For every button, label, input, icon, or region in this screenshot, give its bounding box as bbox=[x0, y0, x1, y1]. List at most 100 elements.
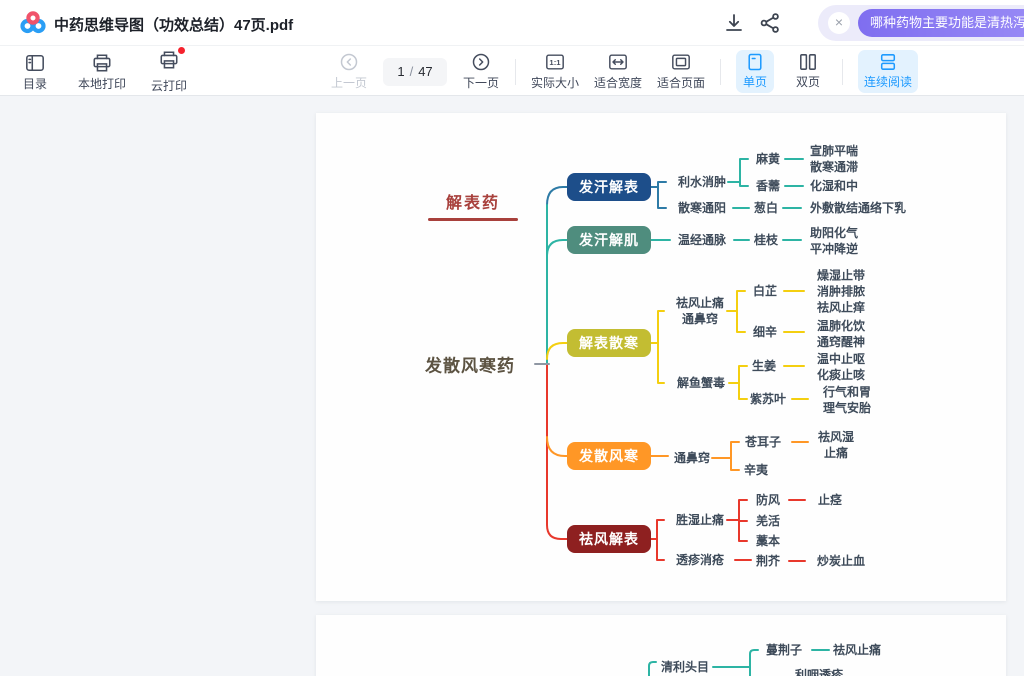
local-print-label: 本地打印 bbox=[78, 76, 127, 91]
document-title: 中药思维导图（功效总结）47页.pdf bbox=[54, 17, 294, 34]
connector-yellow-branch bbox=[546, 342, 569, 360]
toolbar-divider bbox=[720, 58, 722, 85]
page-number-input[interactable]: 1 / 47 bbox=[383, 57, 447, 86]
ai-assistant-strip: × 哪种药物主要功能是清热泻火? bbox=[818, 5, 1024, 41]
herb-label: 蔓荆子 bbox=[765, 642, 803, 657]
fit-page-label: 适合页面 bbox=[657, 76, 706, 90]
connector-red-trunk bbox=[546, 363, 569, 540]
share-icon[interactable] bbox=[758, 11, 782, 35]
category-underline bbox=[428, 218, 518, 221]
page-total: 47 bbox=[418, 64, 433, 79]
toc-icon bbox=[26, 54, 44, 71]
notification-dot bbox=[178, 47, 186, 54]
sub-label: 胜湿止痛 bbox=[675, 512, 725, 527]
single-page-button[interactable]: 单页 bbox=[736, 50, 775, 93]
branch-node-4: 发散风寒 bbox=[567, 442, 651, 470]
effect-label: 外敷散结通络下乳 bbox=[810, 200, 907, 215]
toc-button[interactable]: 目录 bbox=[16, 50, 54, 94]
double-page-label: 双页 bbox=[796, 75, 821, 89]
herb-label: 生姜 bbox=[751, 358, 777, 373]
next-page-button[interactable]: 下一页 bbox=[462, 52, 500, 91]
chevron-right-circle-icon bbox=[472, 53, 490, 71]
fit-width-icon bbox=[609, 54, 627, 70]
actual-size-label: 实际大小 bbox=[531, 76, 580, 90]
sub-label: 祛风止痛 通鼻窍 bbox=[675, 295, 725, 326]
mindmap-connectors bbox=[534, 158, 809, 562]
connector-n5-leaves bbox=[649, 499, 806, 562]
mindmap-category: 解表药 bbox=[445, 195, 501, 212]
effect-label: 行气和胃 理气安胎 bbox=[823, 384, 872, 415]
page-current: 1 bbox=[397, 64, 405, 79]
single-page-icon bbox=[748, 53, 762, 71]
connector-orange-branch bbox=[546, 436, 569, 457]
chevron-left-circle-icon bbox=[340, 53, 358, 71]
connector-blue bbox=[546, 186, 569, 206]
herb-label: 防风 bbox=[755, 492, 781, 507]
herb-label: 辛夷 bbox=[743, 462, 769, 477]
effect-label: 宣肺平喘 散寒通滞 bbox=[810, 143, 859, 174]
double-page-button[interactable]: 双页 bbox=[789, 53, 827, 90]
toc-label: 目录 bbox=[22, 76, 47, 91]
herb-label: 桂枝 bbox=[753, 232, 779, 247]
herb-label: 香薷 bbox=[755, 178, 781, 193]
download-icon[interactable] bbox=[722, 11, 746, 35]
actual-size-button[interactable]: 1:1 实际大小 bbox=[531, 52, 579, 91]
toolbar: 目录 本地打印 云打印 上一页 1 / bbox=[0, 46, 1024, 96]
herb-label: 麻黄 bbox=[755, 151, 781, 166]
cloud-print-label: 云打印 bbox=[151, 79, 188, 93]
fit-page-button[interactable]: 适合页面 bbox=[657, 52, 705, 91]
netdisk-logo-icon bbox=[20, 11, 46, 34]
sub-label: 透疹消疮 bbox=[675, 552, 725, 567]
effect-label: 祛风止痛 bbox=[833, 642, 882, 657]
branch-node-1: 发汗解表 bbox=[567, 173, 651, 201]
sub-label: 通鼻窍 bbox=[673, 450, 711, 465]
effect-label: 祛风湿 止痛 bbox=[818, 429, 855, 460]
herb-label: 藁本 bbox=[755, 533, 781, 548]
page-divider: / bbox=[409, 64, 414, 79]
local-print-button[interactable]: 本地打印 bbox=[78, 50, 126, 94]
continuous-read-label: 连续阅读 bbox=[864, 75, 913, 89]
cloud-print-button[interactable]: 云打印 bbox=[150, 47, 188, 94]
fit-width-button[interactable]: 适合宽度 bbox=[594, 52, 642, 91]
effect-label: 化湿和中 bbox=[810, 178, 859, 193]
next-page-label: 下一页 bbox=[462, 76, 499, 90]
effect-label: 利咽透疹 bbox=[795, 667, 844, 676]
cloud-printer-icon bbox=[160, 51, 178, 69]
toolbar-divider bbox=[842, 58, 844, 85]
branch-node-3: 解表散寒 bbox=[567, 329, 651, 357]
connector-n3-leaves bbox=[649, 290, 809, 400]
effect-label: 温中止呕 化痰止咳 bbox=[817, 351, 866, 382]
herb-label: 紫苏叶 bbox=[749, 391, 787, 406]
herb-label: 荆芥 bbox=[755, 553, 781, 568]
connector-n1-bracket bbox=[649, 181, 667, 209]
sub-label: 清利头目 bbox=[660, 659, 710, 674]
svg-text:1:1: 1:1 bbox=[549, 58, 561, 67]
branch-node-2: 发汗解肌 bbox=[567, 226, 651, 254]
double-page-icon bbox=[800, 54, 817, 70]
top-bar: 中药思维导图（功效总结）47页.pdf × 哪种药物主要功能是清热泻火? bbox=[0, 0, 1024, 46]
fit-width-label: 适合宽度 bbox=[594, 76, 643, 90]
sub-label: 散寒通阳 bbox=[677, 200, 727, 215]
printer-icon bbox=[93, 54, 111, 71]
effect-label: 止痉 bbox=[818, 492, 843, 507]
actual-size-icon: 1:1 bbox=[546, 54, 564, 70]
herb-label: 葱白 bbox=[753, 200, 779, 215]
continuous-read-button[interactable]: 连续阅读 bbox=[858, 50, 919, 93]
document-viewport[interactable]: 解表药 发散风寒药 发汗解表 发汗解肌 解表散寒 发散风寒 祛风解表 利水消肿 … bbox=[0, 96, 1024, 676]
branch-node-5: 祛风解表 bbox=[567, 525, 651, 553]
herb-label: 白芷 bbox=[752, 283, 778, 298]
effect-label: 温肺化饮 通窍醒神 bbox=[817, 318, 866, 349]
close-icon[interactable]: × bbox=[828, 12, 850, 34]
pdf-page-1: 解表药 发散风寒药 发汗解表 发汗解肌 解表散寒 发散风寒 祛风解表 利水消肿 … bbox=[316, 113, 1006, 601]
single-page-label: 单页 bbox=[743, 75, 768, 89]
effect-label: 助阳化气 平冲降逆 bbox=[810, 225, 859, 256]
prev-page-button[interactable]: 上一页 bbox=[330, 52, 368, 91]
pdf-page-2: 清利头目 蔓荆子 祛风止痛 利咽透疹 bbox=[316, 615, 1006, 676]
ai-question-pill[interactable]: 哪种药物主要功能是清热泻火? bbox=[858, 9, 1024, 37]
sub-label: 解鱼蟹毒 bbox=[676, 375, 726, 390]
sub-label: 利水消肿 bbox=[677, 174, 727, 189]
herb-label: 细辛 bbox=[752, 324, 778, 339]
herb-label: 羌活 bbox=[755, 513, 781, 528]
effect-label: 炒炭止血 bbox=[817, 553, 866, 568]
connector-left-bracket bbox=[648, 661, 657, 676]
